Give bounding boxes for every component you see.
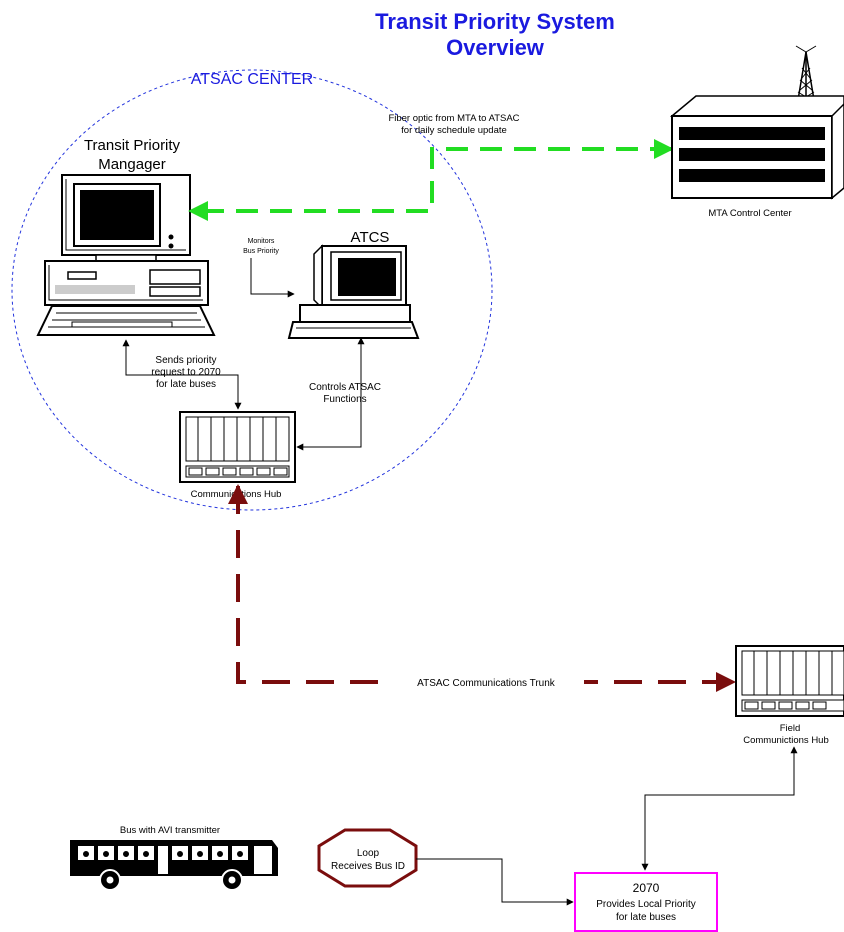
controller-label-line-3: for late buses (616, 912, 676, 923)
atcs-label: ATCS (351, 229, 390, 246)
title-line-1: Transit Priority System (375, 9, 615, 34)
field-hub-to-2070-link (641, 746, 798, 871)
bus-icon (70, 840, 278, 891)
fiber-label-line-1: Fiber optic from MTA to ATSAC (388, 113, 519, 124)
atsac-center-label: ATSAC CENTER (191, 71, 313, 88)
sends-label-line-1: Sends priority (155, 355, 216, 366)
controller-label-line-2: Provides Local Priority (596, 899, 695, 910)
controller-2070-box (574, 872, 718, 932)
trunk-label: ATSAC Communications Trunk (417, 678, 556, 689)
mta-label: MTA Control Center (708, 208, 791, 219)
controls-label-line-1: Controls ATSAC (309, 382, 381, 393)
bus-label: Bus with AVI transmitter (120, 825, 220, 836)
loop-label-line-2: Receives Bus ID (331, 861, 405, 872)
sends-priority-link (122, 339, 242, 410)
controls-label-line-2: Functions (323, 394, 366, 405)
atsac-communications-trunk (228, 484, 736, 692)
tpm-label-line-1: Transit Priority (84, 137, 181, 154)
fiber-optic-link (188, 139, 674, 221)
tpm-workstation-icon (36, 174, 216, 336)
sends-label-line-3: for late buses (156, 379, 216, 390)
communications-hub-icon (179, 411, 296, 483)
title-line-2: Overview (446, 35, 545, 60)
field-hub-label-line-2: Communictions Hub (743, 735, 829, 746)
fiber-label-line-2: for daily schedule update (401, 125, 507, 136)
loop-octagon (317, 828, 418, 888)
controls-link (296, 337, 365, 451)
atcs-workstation-icon (287, 244, 420, 339)
field-hub-icon (735, 645, 844, 717)
monitors-label-line-2: Bus Priority (243, 248, 279, 255)
monitors-label-line-1: Monitors (248, 238, 275, 245)
sends-label-line-2: request to 2070 (151, 367, 221, 378)
mta-building-icon (669, 45, 844, 200)
loop-to-2070-link (416, 858, 574, 906)
controller-label-line-1: 2070 (633, 881, 660, 895)
loop-label-line-1: Loop (357, 848, 380, 859)
monitors-link (250, 258, 295, 298)
tpm-label-line-2: Mangager (98, 156, 166, 173)
field-hub-label-line-1: Field (780, 723, 801, 734)
trunk-label-background (388, 674, 584, 690)
